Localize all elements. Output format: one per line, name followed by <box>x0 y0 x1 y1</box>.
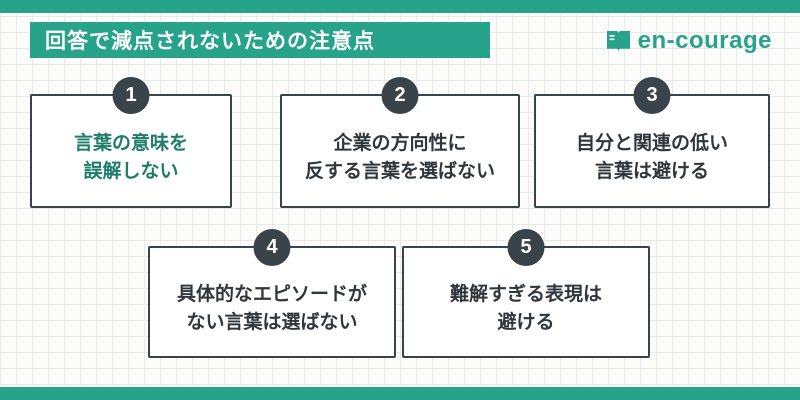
card-1-text: 言葉の意味を 誤解しない <box>74 130 188 186</box>
brand-logo-text: en-courage <box>637 27 772 54</box>
card-4: 4 具体的なエピソードが ない言葉は選ばない <box>148 229 396 358</box>
card-3-number-badge: 3 <box>633 77 671 114</box>
card-3-line1: 自分と関連の低い <box>575 133 728 154</box>
card-2-text: 企業の方向性に 反する言葉を選ばない <box>305 130 495 186</box>
card-5-line2: 避ける <box>497 312 555 333</box>
card-5-number-badge: 5 <box>507 229 545 266</box>
card-1-line2: 誤解しない <box>83 161 179 182</box>
card-5: 5 難解すぎる表現は 避ける <box>402 229 650 358</box>
card-3: 3 自分と関連の低い 言葉は避ける <box>534 77 770 208</box>
card-2-line1: 企業の方向性に <box>333 133 467 154</box>
card-2-line2: 反する言葉を選ばない <box>304 161 495 182</box>
card-3-line2: 言葉は避ける <box>594 161 709 182</box>
card-4-line2: ない言葉は選ばない <box>186 312 358 333</box>
card-1-line1: 言葉の意味を <box>73 133 188 154</box>
card-5-text: 難解すぎる表現は 避ける <box>450 281 602 337</box>
card-1: 1 言葉の意味を 誤解しない <box>30 77 232 208</box>
brand-logo: en-courage <box>605 27 772 55</box>
bottom-accent-strip <box>0 387 800 400</box>
card-2-number-badge: 2 <box>381 77 419 114</box>
card-4-text: 具体的なエピソードが ない言葉は選ばない <box>177 281 367 337</box>
card-3-number: 3 <box>646 84 658 106</box>
top-accent-strip <box>0 0 800 13</box>
card-1-number-badge: 1 <box>112 77 150 114</box>
card-4-number-badge: 4 <box>253 229 291 266</box>
card-3-text: 自分と関連の低い 言葉は避ける <box>576 130 728 186</box>
open-book-icon <box>605 29 632 53</box>
card-2-number: 2 <box>394 84 406 106</box>
card-2: 2 企業の方向性に 反する言葉を選ばない <box>280 77 520 208</box>
card-4-number: 4 <box>266 236 278 258</box>
card-1-number: 1 <box>125 84 137 106</box>
header-bar: 回答で減点されないための注意点 <box>30 22 490 58</box>
card-5-line1: 難解すぎる表現は <box>449 284 602 305</box>
card-5-number: 5 <box>520 236 532 258</box>
card-4-line1: 具体的なエピソードが <box>176 284 367 305</box>
page-title: 回答で減点されないための注意点 <box>45 30 375 53</box>
